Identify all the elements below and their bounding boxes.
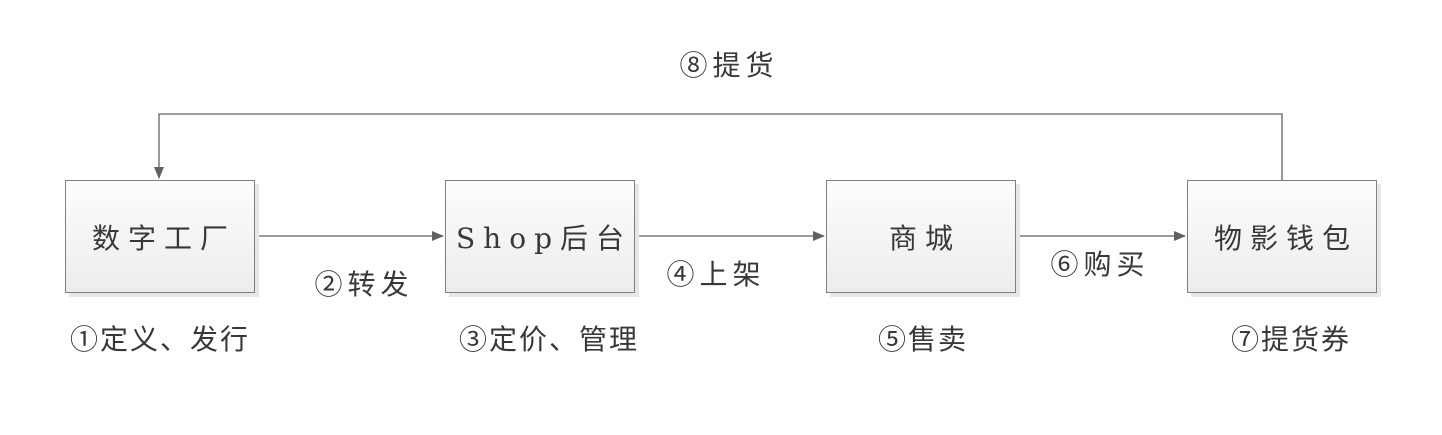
node-wuying-wallet: 物影钱包 xyxy=(1187,180,1377,293)
node-mall: 商城 xyxy=(826,180,1016,293)
edge-label-forward: ②转发 xyxy=(314,268,414,301)
node-wuying-wallet-label: 物影钱包 xyxy=(1213,221,1358,255)
step-label-voucher: ⑦提货券 xyxy=(1230,323,1352,356)
arrow-wallet-return-to-factory xyxy=(154,113,1283,180)
node-shop-backend: Shop后台 xyxy=(445,180,635,293)
node-mall-label: 商城 xyxy=(888,221,961,255)
step-label-sell: ⑤售卖 xyxy=(877,323,969,356)
node-digital-factory-label: 数字工厂 xyxy=(91,221,236,255)
step-label-define-issue: ①定义、发行 xyxy=(69,323,251,356)
edge-label-pickup: ⑧提货 xyxy=(679,49,779,82)
node-shop-backend-label: Shop后台 xyxy=(456,221,632,255)
step-label-price-manage: ③定价、管理 xyxy=(458,323,640,356)
node-digital-factory: 数字工厂 xyxy=(65,180,255,293)
edge-label-purchase: ⑥购买 xyxy=(1050,248,1150,281)
edge-label-list: ④上架 xyxy=(666,258,766,291)
